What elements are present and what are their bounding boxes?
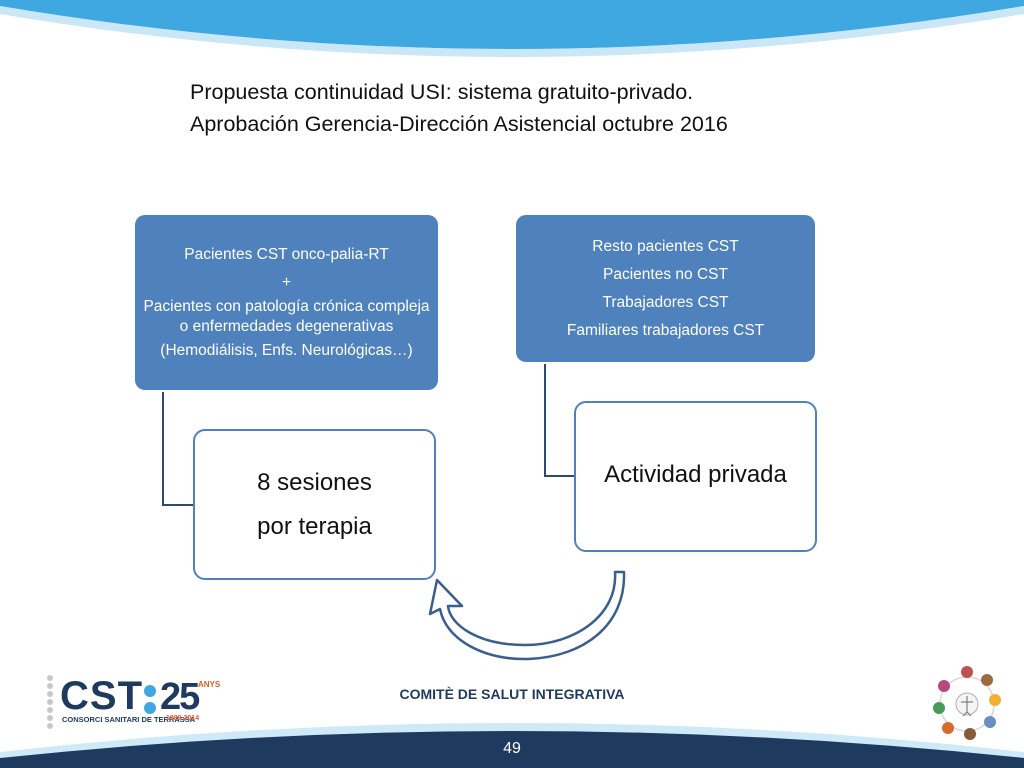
sessions-line-1: 8 sesiones (257, 468, 372, 496)
connector-left (162, 392, 194, 506)
anniversary-number: 25 (160, 676, 200, 718)
patient-group-plus: + (281, 273, 292, 291)
cycle-arrow (428, 570, 626, 661)
cst-logo-colon (144, 685, 156, 714)
others-item: Pacientes no CST (603, 265, 728, 283)
connector-right (544, 364, 575, 477)
anniversary-word: ANYS (198, 680, 221, 689)
patient-group-others: Resto pacientes CST Pacientes no CST Tra… (516, 215, 815, 362)
private-activity-box: Actividad privada (574, 401, 817, 552)
cst-logo-subtitle: CONSORCI SANITARI DE TERRASSA (62, 715, 196, 724)
header-band-highlight (0, 6, 1024, 57)
patient-group-line-3: Pacientes con patología crónica compleja… (143, 297, 430, 335)
patient-group-line-1: Pacientes CST onco-palia-RT (184, 245, 389, 263)
others-item: Trabajadores CST (602, 293, 729, 311)
page-number: 49 (503, 740, 521, 757)
cst-logo-dots (47, 675, 53, 729)
footer-band-shape (0, 731, 1024, 768)
others-item: Familiares trabajadores CST (566, 321, 765, 339)
committee-label: COMITÈ DE SALUT INTEGRATIVA (399, 686, 625, 702)
title-line-2: Aprobación Gerencia-Dirección Asistencia… (190, 112, 728, 136)
patient-group-line-4: (Hemodiálisis, Enfs. Neurológicas…) (160, 341, 413, 359)
others-item: Resto pacientes CST (592, 237, 739, 255)
header-band-shape (0, 0, 1024, 49)
slide-title: Propuesta continuidad USI: sistema gratu… (190, 76, 950, 140)
title-line-1: Propuesta continuidad USI: sistema gratu… (190, 80, 694, 104)
sessions-line-2: por terapia (257, 512, 372, 540)
private-activity-label: Actividad privada (604, 461, 787, 488)
integrative-health-emblem-icon (933, 666, 1001, 740)
footer-band (0, 723, 1024, 768)
sessions-box: 8 sesiones por terapia (193, 429, 436, 580)
anniversary-years: 1989 2014 (166, 715, 200, 722)
cst-logo-text: CST (60, 674, 143, 718)
header-band (0, 0, 1024, 57)
patient-group-onco-chronic: Pacientes CST onco-palia-RT + Pacientes … (135, 215, 438, 390)
